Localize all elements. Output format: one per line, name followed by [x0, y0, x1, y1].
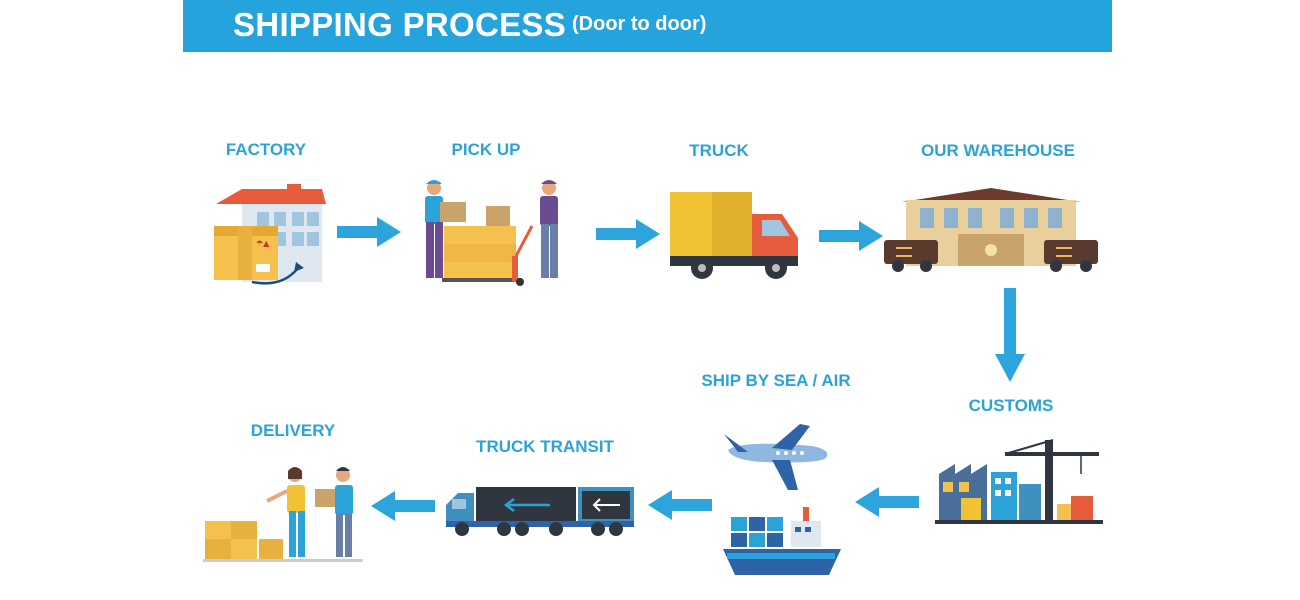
arrow-left-icon	[648, 490, 712, 520]
arrow-right-icon	[596, 219, 660, 249]
pickup-workers-icon	[425, 180, 558, 286]
step-label-delivery: DELIVERY	[250, 421, 336, 440]
customs-port-icon	[935, 439, 1103, 524]
arrow-right-icon	[337, 217, 401, 247]
page-subtitle: (Door to door)	[572, 13, 707, 35]
page-title: SHIPPING PROCESS	[233, 6, 567, 43]
cargo-ship-icon	[723, 507, 841, 575]
step-label-factory: FACTORY	[225, 140, 307, 159]
airplane-icon	[724, 424, 828, 490]
header-banner: SHIPPING PROCESS (Door to door)	[183, 0, 1112, 52]
svg-text:☂▲: ☂▲	[256, 239, 270, 248]
arrow-down-icon	[995, 288, 1025, 382]
step-label-truck: TRUCK	[689, 141, 749, 160]
step-label-our-warehouse: OUR WAREHOUSE	[921, 141, 1075, 160]
warehouse-icon	[884, 188, 1098, 272]
step-label-truck-transit: TRUCK TRANSIT	[476, 437, 614, 456]
truck-icon	[670, 192, 798, 279]
delivery-people-icon	[203, 467, 363, 562]
factory-icon: ☂▲	[214, 184, 326, 285]
arrow-left-icon	[855, 487, 919, 517]
step-label-pick-up: PICK UP	[451, 140, 521, 159]
arrow-right-icon	[819, 221, 883, 251]
arrow-left-icon	[371, 491, 435, 521]
step-label-ship-by-sea-air: SHIP BY SEA / AIR	[701, 371, 851, 390]
step-label-customs: CUSTOMS	[968, 396, 1054, 415]
transit-truck-icon	[446, 487, 634, 536]
